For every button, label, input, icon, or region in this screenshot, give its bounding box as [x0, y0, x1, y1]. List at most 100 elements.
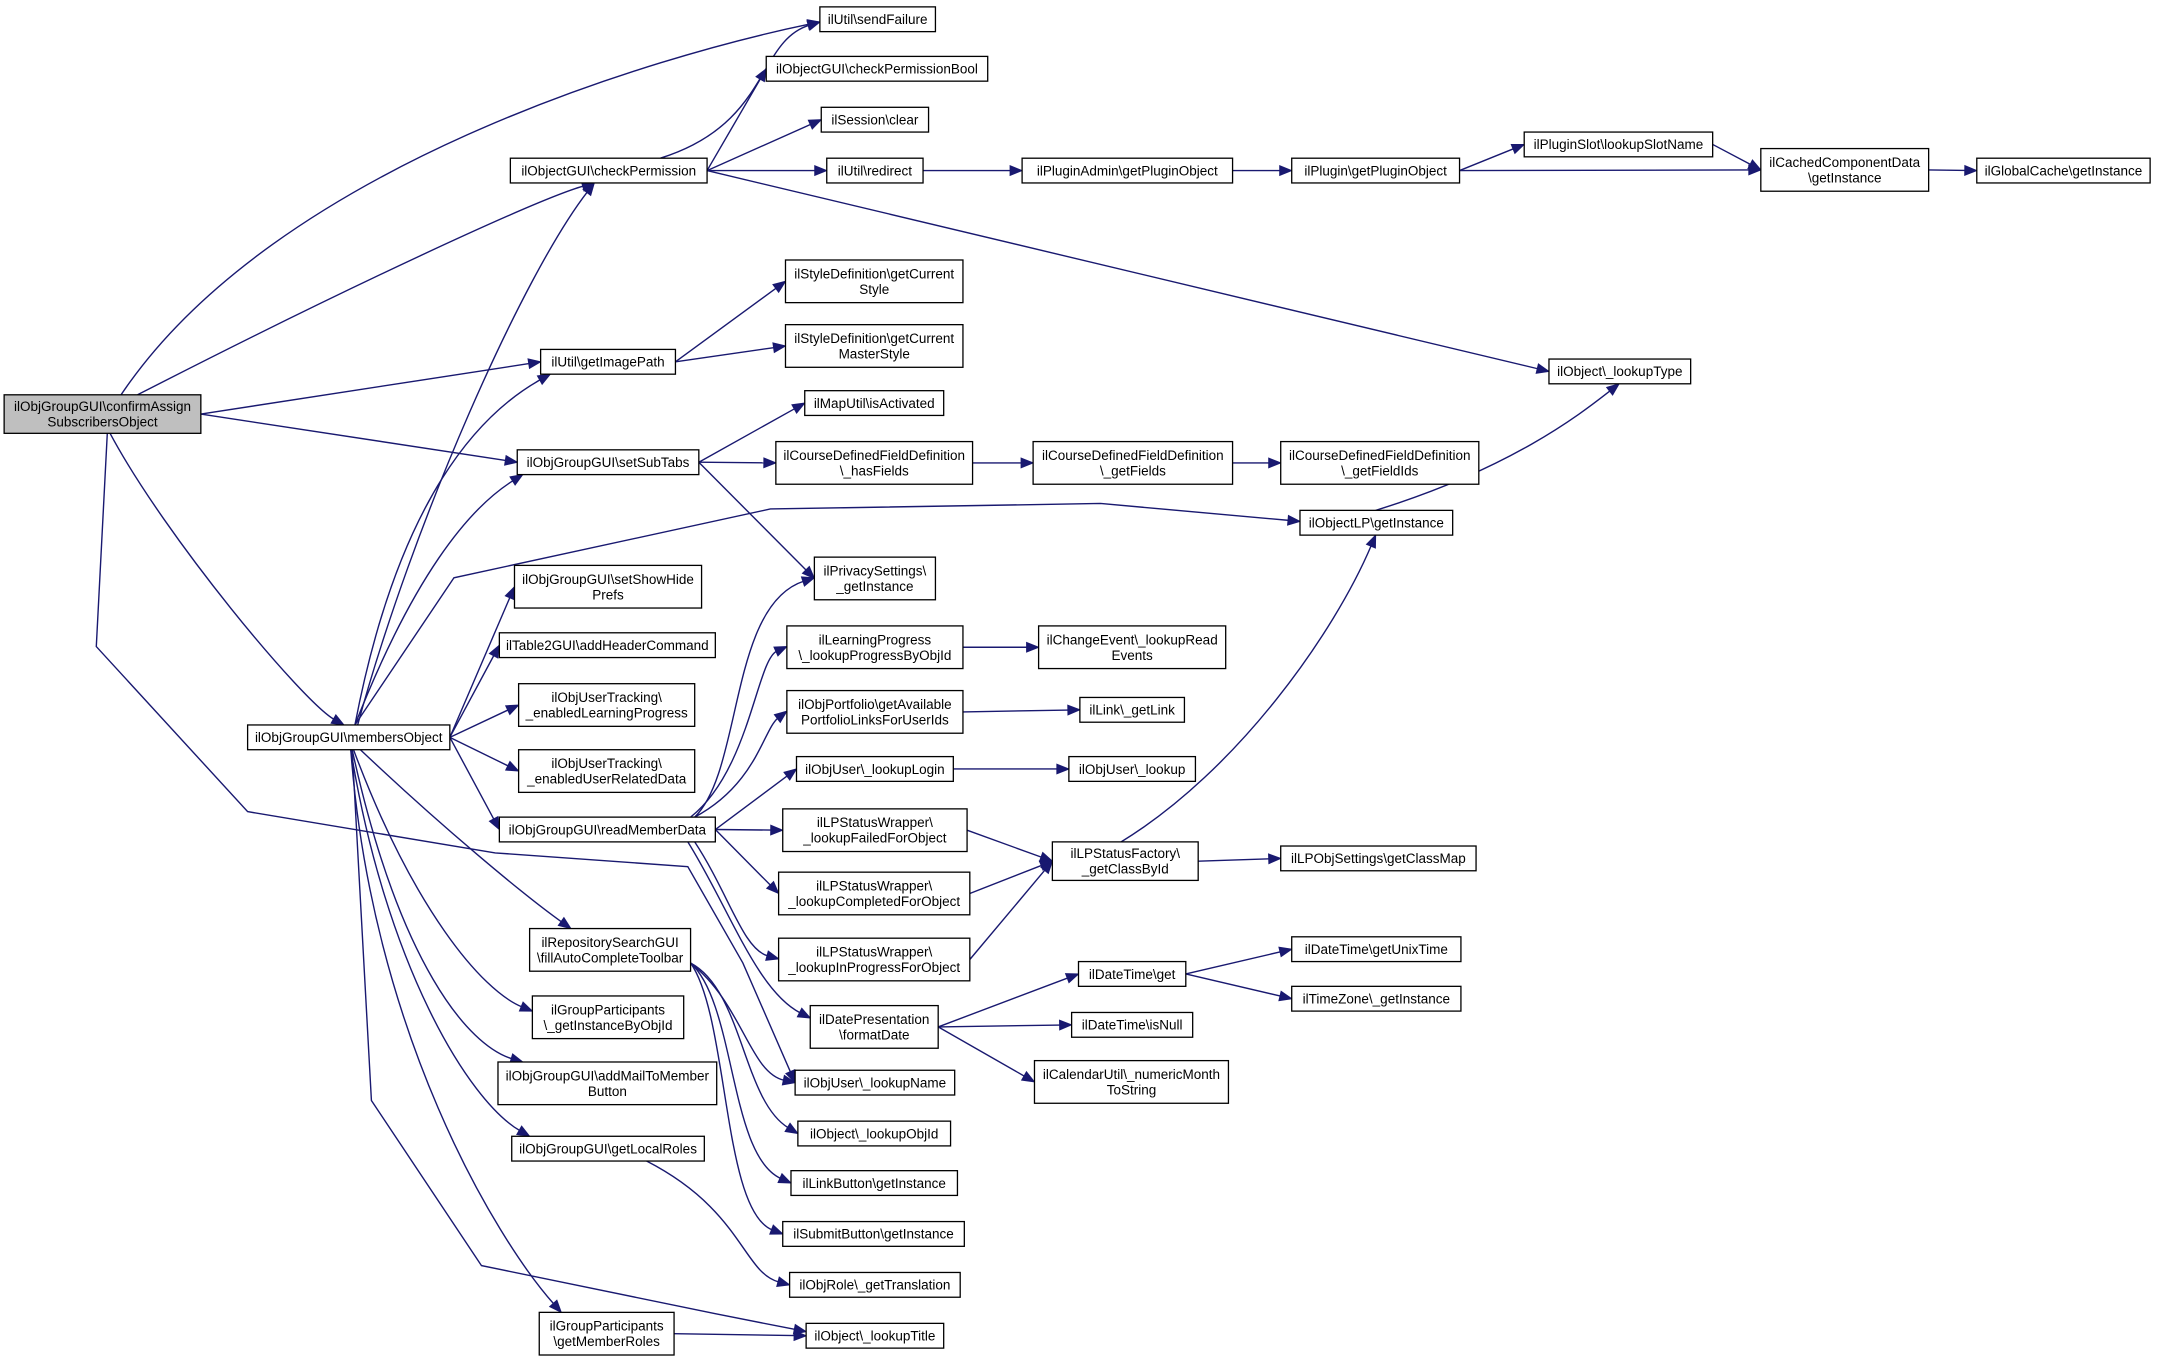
node-lookupFailed[interactable]: ilLPStatusWrapper\_lookupFailedForObject: [782, 808, 968, 853]
edge-arrowhead: [763, 457, 778, 469]
edge-line: [1375, 390, 1611, 512]
node-setSubTabs[interactable]: ilObjGroupGUI\setSubTabs: [516, 449, 700, 476]
node-formatDate[interactable]: ilDatePresentation\formatDate: [809, 1004, 939, 1049]
node-getLink[interactable]: ilLink\_getLink: [1079, 696, 1186, 723]
node-getClassMap[interactable]: ilLPObjSettings\getClassMap: [1280, 845, 1477, 872]
node-globalCache[interactable]: ilGlobalCache\getInstance: [1976, 157, 2151, 184]
node-label: ilObjGroupGUI\confirmAssign: [14, 399, 191, 414]
node-getMemberRoles[interactable]: ilGroupParticipants\getMemberRoles: [538, 1311, 675, 1356]
node-box: [820, 106, 930, 133]
node-label: ilPlugin\getPluginObject: [1304, 163, 1447, 178]
node-label: \_getInstanceByObjId: [543, 1018, 672, 1033]
node-timeZone[interactable]: ilTimeZone\_getInstance: [1291, 985, 1462, 1012]
node-getUnixTime[interactable]: ilDateTime\getUnixTime: [1291, 936, 1462, 963]
node-lookupProgressByObjId[interactable]: ilLearningProgress\_lookupProgressByObjI…: [786, 625, 964, 670]
node-box: [826, 157, 924, 184]
edge-getAvailablePortfolio-to-getLink: [962, 704, 1082, 716]
node-addHeaderCommand[interactable]: ilTable2GUI\addHeaderCommand: [498, 632, 716, 659]
edge-setSubTabs-to-hasFields: [698, 457, 778, 469]
node-isNull[interactable]: ilDateTime\isNull: [1070, 1011, 1194, 1038]
edge-line: [356, 191, 589, 726]
edge-cachedGetInstance-to-globalCache: [1928, 164, 1979, 176]
node-box: [804, 390, 945, 417]
node-dateGet[interactable]: ilDateTime\get: [1077, 960, 1187, 987]
edge-arrowhead: [755, 67, 767, 83]
node-lookupInProgress[interactable]: ilLPStatusWrapper\_lookupInProgressForOb…: [777, 937, 971, 982]
node-getFieldIds[interactable]: ilCourseDefinedFieldDefinition\_getField…: [1280, 440, 1480, 485]
edge-getLocalRoles-to-getTranslation: [646, 1160, 791, 1288]
node-objectLP[interactable]: ilObjectLP\getInstance: [1299, 509, 1454, 536]
node-box: [1033, 1059, 1230, 1104]
node-label: ilLPStatusWrapper\: [817, 815, 933, 830]
edge-line: [109, 432, 335, 721]
node-sessionClear[interactable]: ilSession\clear: [820, 106, 930, 133]
edge-line: [938, 1024, 1061, 1028]
node-submitButton[interactable]: ilSubmitButton\getInstance: [782, 1220, 965, 1247]
node-redirect[interactable]: ilUtil\redirect: [826, 157, 924, 184]
node-hasFields[interactable]: ilCourseDefinedFieldDefinition\_hasField…: [775, 440, 974, 485]
node-getLocalRoles[interactable]: ilObjGroupGUI\getLocalRoles: [511, 1135, 705, 1162]
node-enabledLearningProgress[interactable]: ilObjUserTracking\_enabledLearningProgre…: [517, 683, 696, 727]
node-cachedGetInstance[interactable]: ilCachedComponentData\getInstance: [1760, 147, 1930, 192]
edge-checkPermission-to-sendFailure: [660, 20, 822, 159]
edge-line: [675, 346, 775, 363]
node-readMemberData[interactable]: ilObjGroupGUI\readMemberData: [498, 816, 716, 843]
node-label: ilObjGroupGUI\getLocalRoles: [519, 1141, 697, 1156]
node-lookupObjId[interactable]: ilObject\_lookupObjId: [797, 1120, 952, 1147]
edge-arrowhead: [1510, 143, 1526, 155]
node-objUserLookup[interactable]: ilObjUser\_lookup: [1068, 755, 1197, 783]
edge-line: [675, 287, 778, 363]
node-getAvailablePortfolio[interactable]: ilObjPortfolio\getAvailablePortfolioLink…: [786, 689, 964, 734]
edge-hasFields-to-getFields: [972, 457, 1035, 469]
node-linkButton[interactable]: ilLinkButton\getInstance: [790, 1170, 959, 1197]
node-getFields[interactable]: ilCourseDefinedFieldDefinition\_getField…: [1032, 440, 1234, 485]
node-box: [1032, 440, 1234, 485]
edge-arrowhead: [814, 165, 829, 177]
node-checkPermission[interactable]: ilObjectGUI\checkPermission: [509, 157, 708, 184]
node-lookupType[interactable]: ilObject\_lookupType: [1548, 358, 1692, 385]
node-label: ilCalendarUtil\_numericMonth: [1043, 1067, 1220, 1082]
node-label: ilDateTime\getUnixTime: [1305, 942, 1448, 957]
node-label: ilRepositorySearchGUI: [541, 935, 678, 950]
edge-arrowhead: [784, 1122, 800, 1135]
node-box: [1760, 147, 1930, 192]
edge-line: [698, 407, 796, 463]
node-fillAutoCompleteToolbar[interactable]: ilRepositorySearchGUI\fillAutoCompleteTo…: [528, 927, 692, 972]
node-getImagePath[interactable]: ilUtil\getImagePath: [539, 348, 677, 375]
node-getInstanceByObjId[interactable]: ilGroupParticipants\_getInstanceByObjId: [531, 995, 685, 1040]
node-box: [765, 55, 989, 82]
node-box: [1291, 157, 1461, 184]
node-checkPermissionBool[interactable]: ilObjectGUI\checkPermissionBool: [765, 55, 989, 82]
node-box: [1037, 625, 1227, 670]
node-lookupSlotName[interactable]: ilPluginSlot\lookupSlotName: [1523, 131, 1714, 158]
node-box: [539, 348, 677, 375]
node-label: ilObjUser\_lookup: [1079, 762, 1186, 777]
node-lookupTitle[interactable]: ilObject\_lookupTitle: [805, 1322, 945, 1349]
node-enabledUserRelatedData[interactable]: ilObjUserTracking\_enabledUserRelatedDat…: [517, 749, 696, 794]
node-privacyGetInstance[interactable]: ilPrivacySettings\_getInstance: [813, 556, 937, 601]
edge-line: [200, 413, 507, 462]
node-getClassById[interactable]: ilLPStatusFactory\_getClassById: [1051, 841, 1199, 882]
node-getPluginObjectAdmin[interactable]: ilPluginAdmin\getPluginObject: [1021, 157, 1234, 184]
node-sendFailure[interactable]: ilUtil\sendFailure: [819, 6, 937, 33]
node-membersObject[interactable]: ilObjGroupGUI\membersObject: [246, 724, 451, 751]
edge-arrowhead: [1535, 363, 1551, 374]
node-lookupLogin[interactable]: ilObjUser\_lookupLogin: [795, 755, 954, 783]
node-getTranslation[interactable]: ilObjRole\_getTranslation: [788, 1271, 961, 1298]
node-lookupCompleted[interactable]: ilLPStatusWrapper\_lookupCompletedForObj…: [777, 871, 971, 916]
node-isActivated[interactable]: ilMapUtil\isActivated: [804, 390, 945, 417]
node-label: ilLPStatusWrapper\: [816, 879, 932, 894]
node-lookupName[interactable]: ilObjUser\_lookupName: [794, 1069, 956, 1096]
node-confirmAssign[interactable]: ilObjGroupGUI\confirmAssignSubscribersOb…: [3, 394, 202, 434]
node-label: _getClassById: [1081, 862, 1169, 877]
node-getPluginObject[interactable]: ilPlugin\getPluginObject: [1291, 157, 1461, 184]
edge-arrowhead: [1020, 1070, 1036, 1083]
node-label: \fillAutoCompleteToolbar: [537, 950, 684, 965]
edge-line: [120, 23, 810, 396]
